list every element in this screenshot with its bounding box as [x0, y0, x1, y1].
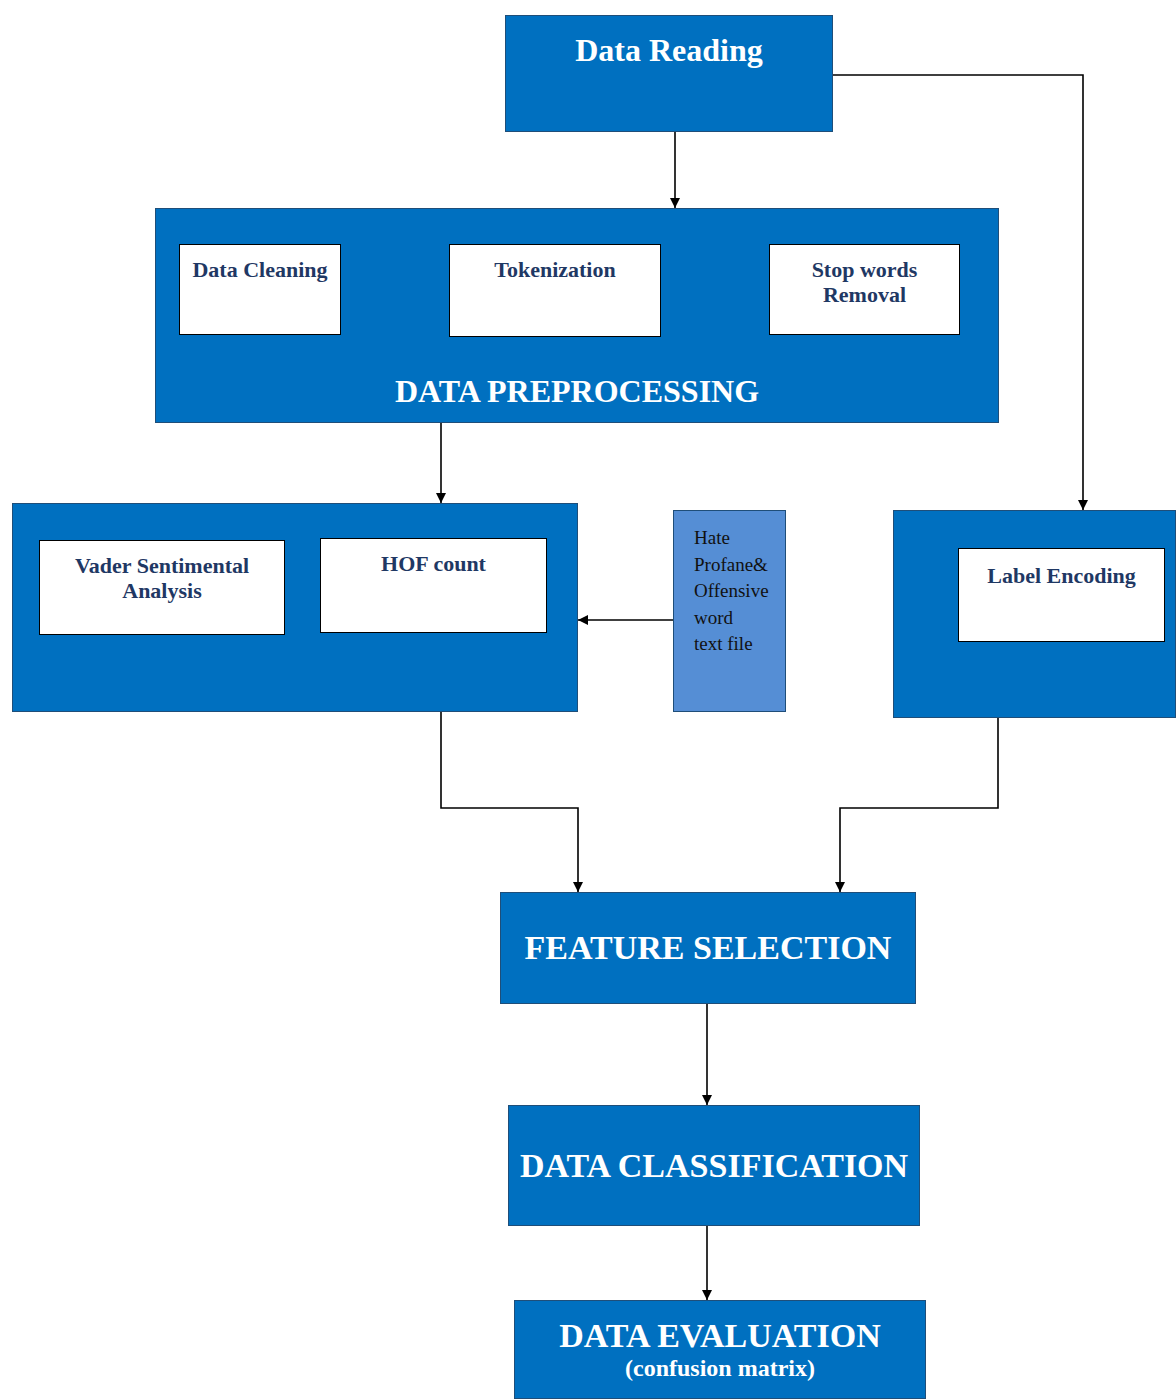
text-file-box: Hate Profane& Offensive word text file	[673, 510, 786, 712]
step-box: Data Cleaning	[179, 244, 341, 335]
arrow-connector	[440, 423, 442, 503]
node-label: Tokenization	[494, 257, 615, 282]
process-box: DATA CLASSIFICATION	[508, 1105, 920, 1226]
process-box: FEATURE SELECTION	[500, 892, 916, 1004]
arrow-connector	[578, 619, 673, 621]
node-label: Label Encoding	[987, 563, 1136, 588]
step-box: Stop words Removal	[769, 244, 960, 335]
step-box: Tokenization	[449, 244, 661, 337]
arrow-connector	[706, 1004, 708, 1105]
node-label: FEATURE SELECTION	[525, 928, 892, 967]
process-box: DATA EVALUATION(confusion matrix)	[514, 1300, 926, 1399]
node-label: Data Cleaning	[192, 257, 327, 282]
step-box: HOF count	[320, 538, 547, 633]
node-label: DATA CLASSIFICATION	[520, 1146, 908, 1185]
step-box: Vader Sentimental Analysis	[39, 540, 285, 635]
arrow-connector	[441, 712, 578, 892]
node-label: DATA PREPROCESSING	[395, 373, 759, 410]
node-label: Data Reading	[575, 32, 763, 69]
node-label: Vader Sentimental Analysis	[48, 553, 276, 604]
encoding-group: Label Encoding	[893, 510, 1176, 718]
process-box: Data Reading	[505, 15, 833, 132]
step-box: Label Encoding	[958, 548, 1165, 642]
arrow-connector	[706, 1226, 708, 1300]
node-label: DATA EVALUATION	[559, 1316, 881, 1355]
arrow-connector	[840, 718, 998, 892]
feature-group: Vader Sentimental Analysis HOF count	[12, 503, 578, 712]
node-label: HOF count	[381, 551, 486, 576]
stage-band: DATA PREPROCESSING Data Cleaning Tokenizat…	[155, 208, 999, 423]
arrow-connector	[674, 132, 676, 208]
node-label: Stop words Removal	[778, 257, 951, 308]
node-sublabel: (confusion matrix)	[625, 1355, 815, 1383]
node-label: Hate Profane& Offensive word text file	[694, 525, 765, 658]
